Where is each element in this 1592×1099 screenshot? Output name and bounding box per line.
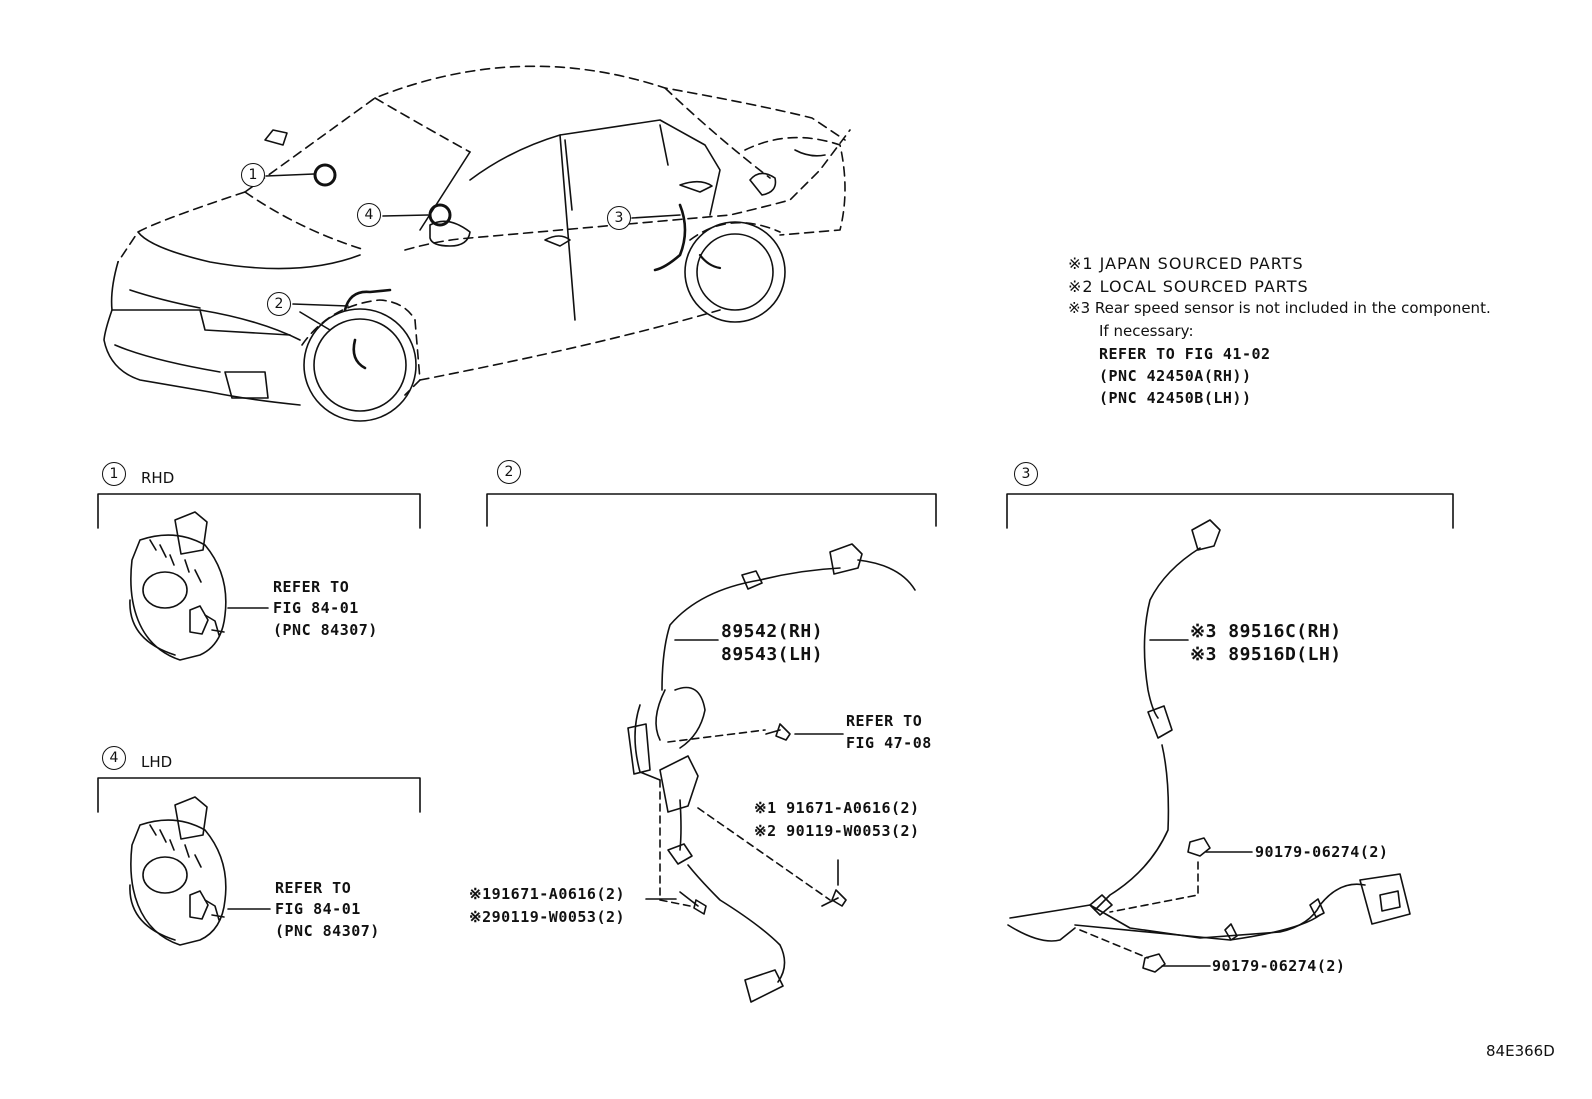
note-rear-sensor: ※3 Rear speed sensor is not included in …: [1068, 299, 1491, 317]
section4-bracket: [97, 777, 421, 813]
bolt-91671-left: ※191671-A0616(2): [469, 885, 626, 903]
car-illustration: [103, 65, 851, 422]
section4-number: 4: [102, 746, 126, 770]
section4-refer-to: REFER TO: [275, 879, 352, 897]
section4-label: LHD: [141, 753, 173, 771]
callout-3-marker: 3: [607, 206, 631, 230]
section2-fig: FIG 47-08: [846, 734, 932, 752]
part-89543-lh: 89543(LH): [721, 644, 824, 665]
clip-90179-lower: 90179-06274(2): [1212, 957, 1346, 975]
part-89516c-rh: ※3 89516C(RH): [1190, 621, 1342, 642]
section4-fig: FIG 84-01: [275, 900, 361, 918]
section1-fig: FIG 84-01: [273, 599, 359, 617]
section2-number: 2: [497, 460, 521, 484]
note-local-sourced: ※2 LOCAL SOURCED PARTS: [1068, 277, 1309, 296]
callout-2-marker: 2: [267, 292, 291, 316]
section1-bracket: [97, 493, 421, 529]
section2-bracket: [486, 493, 937, 527]
section1-label: RHD: [141, 469, 175, 487]
note-japan-sourced: ※1 JAPAN SOURCED PARTS: [1068, 254, 1304, 273]
clip-90179-upper: 90179-06274(2): [1255, 843, 1389, 861]
section4-pnc: (PNC 84307): [275, 922, 380, 940]
note-pnc-lh: (PNC 42450B(LH)): [1099, 389, 1252, 407]
section1-refer-to: REFER TO: [273, 578, 350, 596]
section1-pnc: (PNC 84307): [273, 621, 378, 639]
note-if-necessary: If necessary:: [1099, 322, 1194, 340]
section2-refer-to: REFER TO: [846, 712, 923, 730]
bolt-91671-right: ※1 91671-A0616(2): [754, 799, 920, 817]
spiral-cable-lhd-drawing: [129, 796, 271, 946]
spiral-cable-rhd-drawing: [129, 511, 269, 661]
front-speed-sensor-drawing: [627, 543, 916, 1003]
bolt-90119-right: ※2 90119-W0053(2): [754, 822, 920, 840]
section3-number: 3: [1014, 462, 1038, 486]
note-refer-fig: REFER TO FIG 41-02: [1099, 345, 1271, 363]
note-pnc-rh: (PNC 42450A(RH)): [1099, 367, 1252, 385]
callout-4-marker: 4: [357, 203, 381, 227]
diagram-id: 84E366D: [1486, 1042, 1555, 1060]
section1-number: 1: [102, 462, 126, 486]
callout-1-marker: 1: [241, 163, 265, 187]
part-89516d-lh: ※3 89516D(LH): [1190, 644, 1342, 665]
rear-harness-drawing: [1007, 519, 1411, 973]
bolt-90119-left: ※290119-W0053(2): [469, 908, 626, 926]
section3-bracket: [1006, 493, 1454, 529]
part-89542-rh: 89542(RH): [721, 621, 824, 642]
